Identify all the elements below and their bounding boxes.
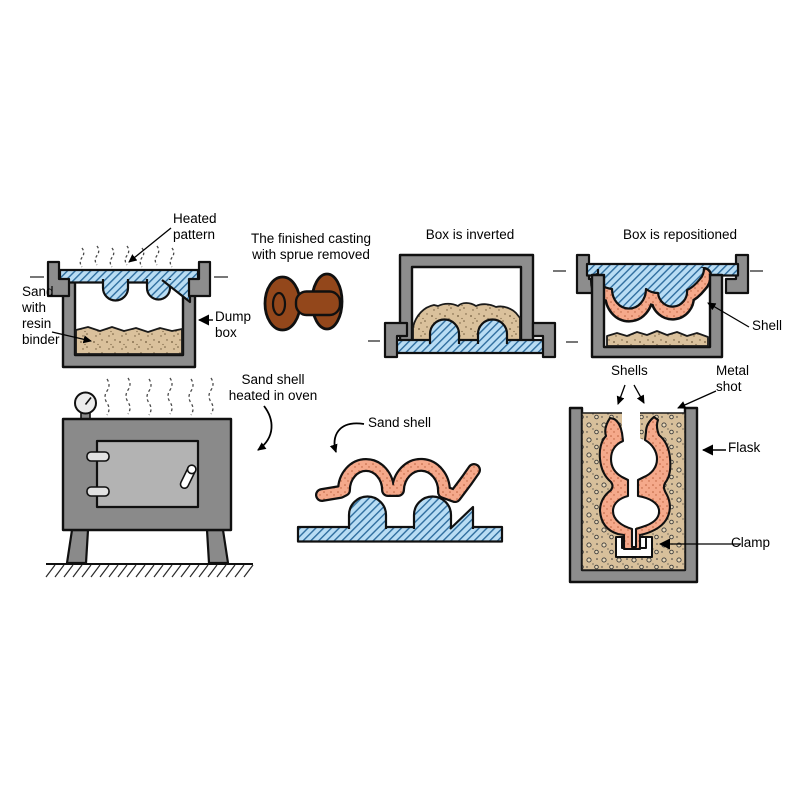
door-hinge-top [86, 451, 110, 462]
temperature-gauge-icon [74, 391, 97, 415]
heat-waves-icon [104, 377, 214, 416]
pattern-wedge [449, 505, 475, 530]
dump-box-label: Dump box [215, 309, 252, 340]
sand-shell-figure [296, 422, 504, 543]
heated-pattern-label: Heated pattern [173, 211, 217, 242]
box-lug-right [187, 260, 212, 298]
sand-layer [606, 330, 709, 347]
pattern-dome-right [412, 495, 453, 529]
box-lug-left [383, 321, 409, 359]
pattern-underside [596, 267, 706, 310]
oven-leg-right [205, 528, 230, 565]
door-handle-icon [179, 464, 197, 489]
repositioned-box-panel [553, 253, 763, 359]
metal-shot-label: Metal shot [716, 363, 750, 394]
sand-shell-pointer-arrow [329, 422, 365, 453]
shells-label: Shells [611, 363, 648, 378]
pattern-plate-inverted [390, 338, 550, 355]
clamp-label: Clamp [731, 535, 771, 550]
sand-shell-band [317, 460, 479, 501]
shell-band [592, 269, 710, 320]
metal-shot-pointer-arrow [677, 390, 717, 409]
sand-shell-label: Sand shell [368, 415, 432, 430]
pattern-bump-left [101, 279, 130, 302]
flask-label: Flask [728, 440, 761, 455]
pattern-bump-right-up [476, 318, 509, 344]
inverted-box-panel [368, 253, 578, 359]
box-repositioned-caption: Box is repositioned [622, 227, 738, 242]
oven-leg-left [65, 528, 90, 565]
box-body [590, 273, 724, 359]
box-lug-left [46, 260, 71, 298]
oven-caption-pointer-arrow [257, 405, 273, 451]
pattern-bump-right [145, 279, 172, 301]
oven-caption: Sand shell heated in oven [228, 372, 318, 403]
casting-recess [271, 291, 287, 317]
pattern-plate [296, 525, 504, 543]
sand-resin-pointer-arrow [51, 331, 92, 344]
shell-label: Shell [752, 318, 783, 333]
dump-box-panel [30, 227, 228, 369]
door-hinge-bottom [86, 486, 110, 497]
oven-figure [45, 377, 273, 578]
finished-casting-figure [263, 272, 344, 332]
oven-door [95, 439, 200, 509]
finished-casting-caption: The finished casting with sprue removed [250, 231, 372, 262]
box-inverted-caption: Box is inverted [425, 227, 515, 242]
shell-mold [598, 415, 672, 551]
box-lug-right [531, 321, 557, 359]
casting-bar [294, 290, 342, 317]
shell-pointer-arrow [707, 302, 750, 328]
centerline-dashes [368, 340, 578, 343]
pattern-dome-left [347, 495, 388, 529]
resin-sand-layer [75, 326, 183, 355]
sand-resin-binder-label: Sand with resin binder [22, 284, 60, 347]
ground-hatching [45, 564, 254, 578]
flask-panel [568, 384, 741, 584]
heated-pattern-pointer-arrow [128, 227, 172, 263]
pattern-bump-left-up [428, 318, 461, 344]
heat-waves-icon [79, 245, 175, 268]
gauge-needle [84, 397, 92, 405]
shells-pointer-arrow-left [616, 384, 626, 405]
shells-pointer-arrow-right [633, 384, 645, 404]
